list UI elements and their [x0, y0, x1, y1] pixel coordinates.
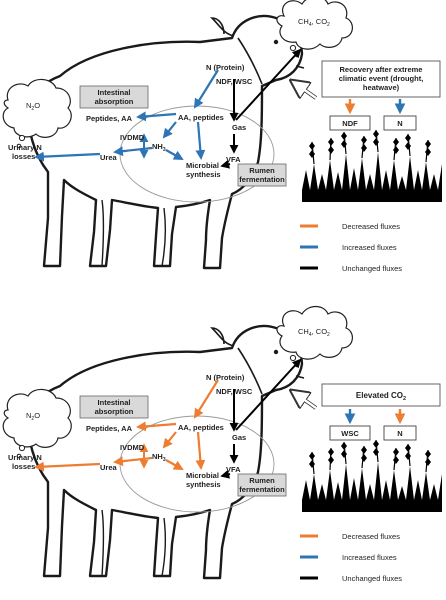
legend: Decreased fluxes Increased fluxes Unchan… — [300, 222, 402, 273]
legend-unchanged-label: Unchanged fluxes — [342, 574, 402, 583]
cloud-ch4-co2-label: CH4, CO2 — [298, 327, 330, 338]
panel-elevated-co2: CH4, CO2 N2O N (Protein) NDF, WSC AA, pe… — [2, 305, 443, 583]
label-n-protein: N (Protein) — [206, 373, 245, 382]
label-vfa: VFA — [226, 465, 241, 474]
label-ivdmd: IVDMD — [120, 133, 145, 142]
arrow-grass-to-sheep-inner — [298, 85, 317, 99]
legend-decreased-label: Decreased fluxes — [342, 222, 400, 231]
box-n: N — [383, 425, 417, 441]
label-gas: Gas — [232, 123, 246, 132]
arrow-aa-to-peptides — [136, 421, 177, 432]
label-ndf-wsc: NDF, WSC — [216, 387, 253, 396]
label-ndf-wsc: NDF, WSC — [216, 77, 253, 86]
sheep-outline — [27, 324, 306, 580]
arrow-urea-to-urinary — [34, 461, 101, 472]
gas-emission-cloud — [276, 0, 354, 58]
arrow-nh3-to-microbial — [165, 149, 184, 160]
svg-text:N: N — [397, 429, 402, 438]
label-aa-peptides: AA, peptides — [178, 423, 224, 432]
legend: Decreased fluxes Increased fluxes Unchan… — [300, 532, 402, 583]
label-peptides-aa: Peptides, AA — [86, 424, 133, 433]
arrow-nh3-to-microbial — [165, 459, 184, 470]
label-nh3: NH3 — [152, 142, 166, 153]
arrow-n-to-aa — [193, 379, 219, 419]
arrow-aa-to-microbial — [195, 121, 206, 160]
n2o-emission-cloud — [2, 388, 72, 459]
arrow-aa-to-microbial — [195, 431, 206, 470]
grass-pasture — [301, 129, 443, 203]
arrow-aa-to-nh3 — [162, 431, 177, 449]
arrow-grass-to-sheep-inner — [298, 395, 317, 409]
n2o-emission-cloud — [2, 78, 72, 149]
event-box-elevated-co2: Elevated CO2 — [321, 383, 441, 407]
arrow-gas-to-cloud — [235, 48, 302, 121]
svg-text:Elevated CO2: Elevated CO2 — [356, 391, 406, 402]
label-nh3: NH3 — [152, 452, 166, 463]
gas-emission-cloud — [276, 305, 354, 368]
arrow-aa-to-nh3 — [162, 121, 177, 139]
box-n: N — [383, 115, 417, 131]
svg-text:NDF: NDF — [342, 119, 358, 128]
label-aa-peptides: AA, peptides — [178, 113, 224, 122]
label-urea: Urea — [100, 153, 118, 162]
grass-pasture — [301, 439, 443, 513]
arrow-urea-to-urinary — [34, 151, 101, 162]
cloud-n2o-label: N2O — [26, 411, 40, 422]
cloud-n2o-label: N2O — [26, 101, 40, 112]
arrow-gas-to-cloud — [235, 358, 302, 431]
svg-text:N: N — [397, 119, 402, 128]
box-wsc: WSC — [329, 425, 371, 441]
label-peptides-aa: Peptides, AA — [86, 114, 133, 123]
label-urea: Urea — [100, 463, 118, 472]
arrow-vfa-to-microbial — [220, 159, 231, 169]
label-vfa: VFA — [226, 155, 241, 164]
sheep-outline — [27, 14, 306, 270]
panel-recovery: CH4, CO2 N2O N (Protein) NDF, WSC AA, pe… — [2, 0, 443, 273]
legend-unchanged-label: Unchanged fluxes — [342, 264, 402, 273]
legend-decreased-label: Decreased fluxes — [342, 532, 400, 541]
box-ndf: NDF — [329, 115, 371, 131]
label-ivdmd: IVDMD — [120, 443, 145, 452]
label-n-protein: N (Protein) — [206, 63, 245, 72]
svg-text:WSC: WSC — [341, 429, 359, 438]
cloud-ch4-co2-label: CH4, CO2 — [298, 17, 330, 28]
arrow-aa-to-peptides — [136, 111, 177, 122]
arrow-vfa-to-microbial — [220, 469, 231, 479]
arrow-n-to-aa — [193, 69, 219, 109]
legend-increased-label: Increased fluxes — [342, 243, 397, 252]
legend-increased-label: Increased fluxes — [342, 553, 397, 562]
label-gas: Gas — [232, 433, 246, 442]
